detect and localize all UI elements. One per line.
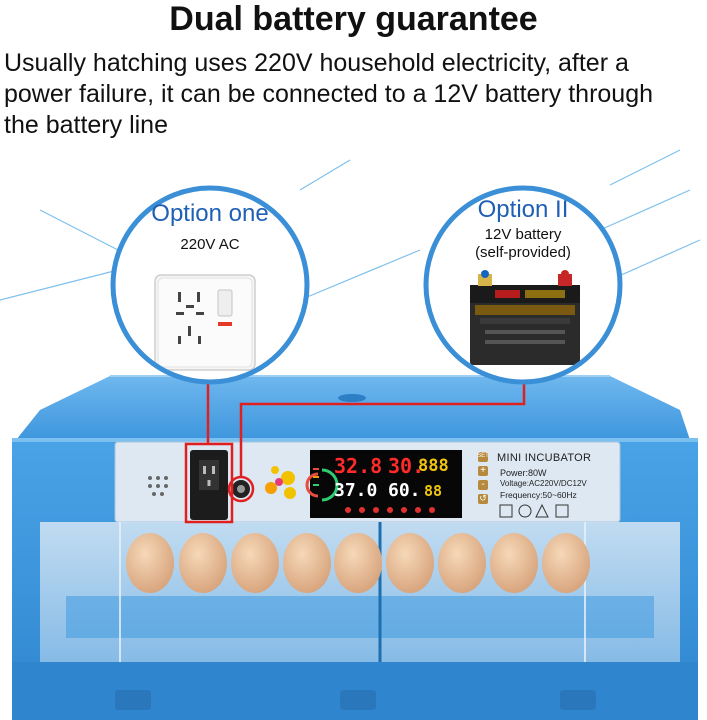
option-two-title: Option II: [477, 196, 569, 223]
frequency-spec: Frequency:50~60Hz: [500, 490, 577, 500]
description-line: Usually hatching uses 220V household ele…: [4, 49, 629, 77]
count-display-bottom: 88: [424, 482, 443, 500]
viewing-window: [40, 522, 680, 662]
minus-button[interactable]: -: [481, 479, 485, 490]
option-one-callout: [110, 185, 310, 385]
temperature-reading: 32.8: [334, 454, 383, 478]
decorative-lines: [0, 149, 701, 301]
option-two-subtitle-note: (self-provided): [475, 244, 571, 261]
count-display-top: 888: [418, 456, 449, 476]
egg-row: [126, 533, 590, 593]
option-two-subtitle: 12V battery: [484, 226, 562, 243]
humidity-reading: 30.: [388, 454, 425, 478]
description-line: the battery line: [4, 111, 168, 139]
description: Usually hatching uses 220V household ele…: [4, 48, 704, 141]
model-label: MINI INCUBATOR: [497, 452, 592, 464]
option-one-subtitle: 220V AC: [180, 236, 240, 253]
humidity-setting: 60.: [388, 480, 421, 501]
plus-button[interactable]: +: [480, 465, 486, 476]
temperature-setting: 37.0: [334, 480, 378, 501]
description-line: power failure, it can be connected to a …: [4, 80, 654, 108]
set-button[interactable]: SET: [477, 453, 489, 459]
headline: Dual battery guarantee: [169, 0, 538, 38]
voltage-spec: Voltage:AC220V/DC12V: [500, 479, 587, 488]
option-two-callout: [423, 185, 623, 385]
incubator-base: [12, 662, 698, 720]
rotate-button[interactable]: ↺: [479, 493, 487, 503]
power-spec: Power:80W: [500, 468, 547, 478]
incubator-lid: [16, 375, 690, 440]
option-one-title: Option one: [151, 200, 269, 227]
